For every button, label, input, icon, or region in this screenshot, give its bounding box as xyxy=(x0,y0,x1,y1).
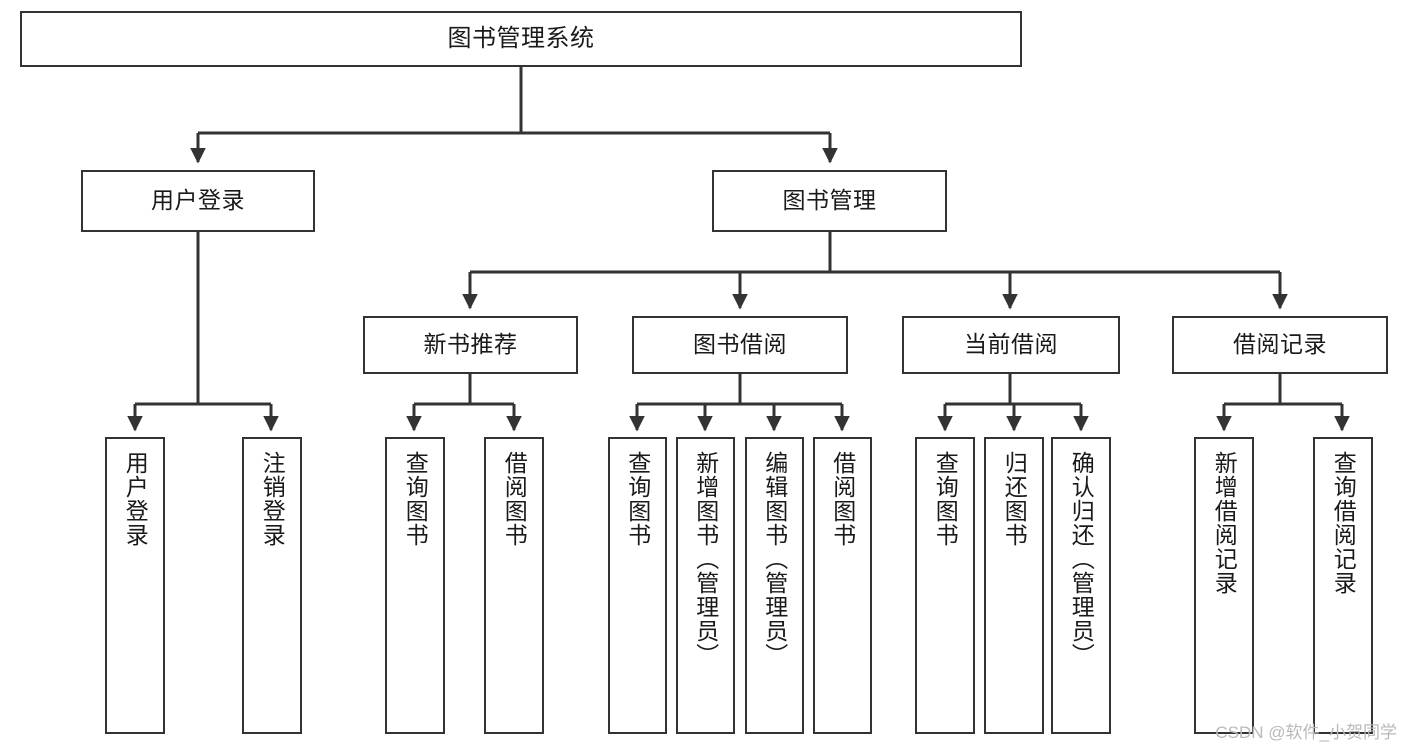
watermark-text: CSDN @软件_小贺同学 xyxy=(1215,723,1397,742)
node-current-borrow[interactable]: 当前借阅 xyxy=(902,316,1120,374)
leaf-current-query-book[interactable]: 查询图书 xyxy=(915,437,975,734)
node-new-book-recommend-label: 新书推荐 xyxy=(423,331,518,358)
leaf-record-add-record[interactable]: 新增借阅记录 xyxy=(1194,437,1254,734)
node-book-borrow[interactable]: 图书借阅 xyxy=(632,316,848,374)
node-root[interactable]: 图书管理系统 xyxy=(20,11,1022,67)
leaf-newbook-borrow-book-label: 借阅图书 xyxy=(501,451,528,547)
node-user-login-label: 用户登录 xyxy=(151,187,245,214)
node-borrow-record-label: 借阅记录 xyxy=(1233,331,1327,358)
leaf-borrow-borrow-book[interactable]: 借阅图书 xyxy=(813,437,872,734)
leaf-current-confirm-return-admin[interactable]: 确认归还（管理员） xyxy=(1051,437,1111,734)
leaf-user-logout[interactable]: 注销登录 xyxy=(242,437,302,734)
leaf-borrow-borrow-book-label: 借阅图书 xyxy=(829,451,856,547)
leaf-user-login-label: 用户登录 xyxy=(122,451,149,547)
leaf-borrow-add-book-admin[interactable]: 新增图书（管理员） xyxy=(676,437,735,734)
node-borrow-record[interactable]: 借阅记录 xyxy=(1172,316,1388,374)
leaf-record-add-record-label: 新增借阅记录 xyxy=(1211,451,1238,595)
leaf-borrow-query-book-label: 查询图书 xyxy=(624,451,651,547)
node-book-borrow-label: 图书借阅 xyxy=(693,331,787,358)
leaf-borrow-query-book[interactable]: 查询图书 xyxy=(608,437,667,734)
leaf-record-query-record[interactable]: 查询借阅记录 xyxy=(1313,437,1373,734)
leaf-newbook-query-book-label: 查询图书 xyxy=(402,451,429,547)
node-user-login[interactable]: 用户登录 xyxy=(81,170,315,232)
node-book-management-label: 图书管理 xyxy=(782,187,877,214)
leaf-current-return-book[interactable]: 归还图书 xyxy=(984,437,1044,734)
leaf-current-confirm-return-admin-label: 确认归还（管理员） xyxy=(1068,451,1095,667)
leaf-user-login[interactable]: 用户登录 xyxy=(105,437,165,734)
node-root-label: 图书管理系统 xyxy=(447,24,595,52)
leaf-current-return-book-label: 归还图书 xyxy=(1001,451,1028,547)
leaf-borrow-add-book-admin-label: 新增图书（管理员） xyxy=(692,451,719,667)
leaf-current-query-book-label: 查询图书 xyxy=(932,451,959,547)
leaf-newbook-query-book[interactable]: 查询图书 xyxy=(385,437,445,734)
node-current-borrow-label: 当前借阅 xyxy=(964,331,1058,358)
leaf-borrow-edit-book-admin[interactable]: 编辑图书（管理员） xyxy=(745,437,804,734)
leaf-newbook-borrow-book[interactable]: 借阅图书 xyxy=(484,437,544,734)
leaf-user-logout-label: 注销登录 xyxy=(259,451,286,547)
node-book-management[interactable]: 图书管理 xyxy=(712,170,947,232)
leaf-borrow-edit-book-admin-label: 编辑图书（管理员） xyxy=(761,451,788,667)
node-new-book-recommend[interactable]: 新书推荐 xyxy=(363,316,578,374)
leaf-record-query-record-label: 查询借阅记录 xyxy=(1330,451,1357,595)
